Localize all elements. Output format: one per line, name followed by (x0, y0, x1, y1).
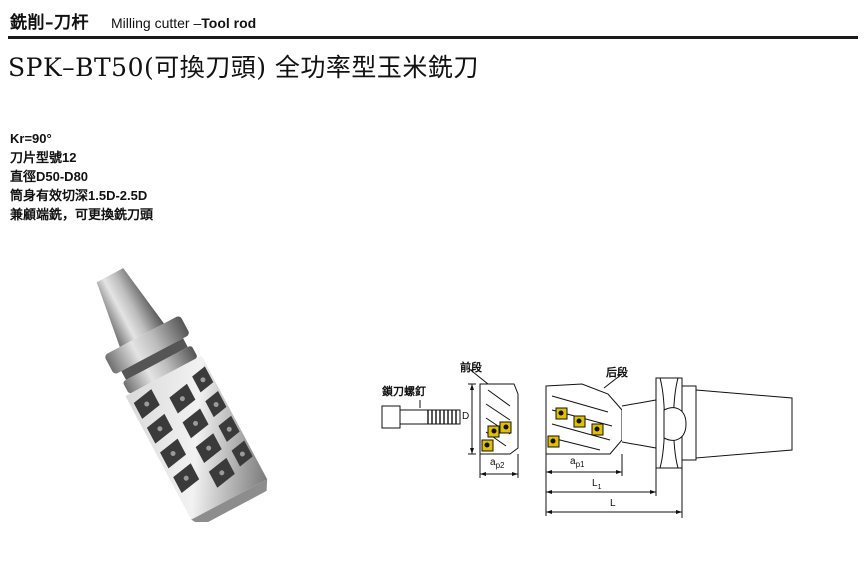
section-header: 銑削–刀杆 Milling cutter –Tool rod (10, 8, 256, 33)
flange-groove (121, 338, 188, 380)
spec-item: 兼顧端銑，可更換銑刀頭 (10, 207, 154, 222)
front-section-label: 前段 (460, 362, 482, 374)
spec-item: 刀片型號12 (10, 150, 77, 165)
header-chinese: 銑削–刀杆 (10, 13, 89, 33)
header-english-bold: Tool rod (201, 15, 257, 31)
rear-section-label: 后段 (606, 367, 628, 379)
screw-head (381, 405, 401, 429)
spec-item: 筒身有效切深1.5D-2.5D (10, 188, 148, 203)
cutter-tip (191, 479, 268, 522)
dim-ap1: ap1 (570, 456, 585, 469)
header-english-prefix: Milling cutter – (111, 15, 202, 31)
header-rule (8, 36, 858, 39)
taper-shank-drawing (695, 389, 793, 459)
technical-drawing (381, 367, 793, 518)
dim-ap2: ap2 (490, 457, 505, 470)
holder-body (621, 399, 657, 449)
screw-shank (399, 409, 461, 425)
spec-item: 直徑D50-D80 (10, 169, 89, 184)
dim-l: L (610, 498, 616, 509)
lock-screw-label: 鎖刀螺釘 (382, 386, 426, 398)
header-english: Milling cutter –Tool rod (111, 15, 256, 31)
spec-item: Kr=90° (10, 131, 52, 146)
spec-list: Kr=90° 刀片型號12 直徑D50-D80 筒身有效切深1.5D-2.5D … (10, 129, 153, 224)
flange (105, 316, 189, 374)
dim-d: D (462, 411, 470, 422)
flange-lower (123, 346, 197, 394)
page-title: SPK–BT50(可換刀頭) 全功率型玉米銑刀 (8, 53, 479, 82)
cutter-body (125, 355, 268, 520)
cutter-photo (96, 268, 268, 522)
taper-shank (96, 268, 164, 347)
dim-l1: L1 (592, 478, 602, 491)
